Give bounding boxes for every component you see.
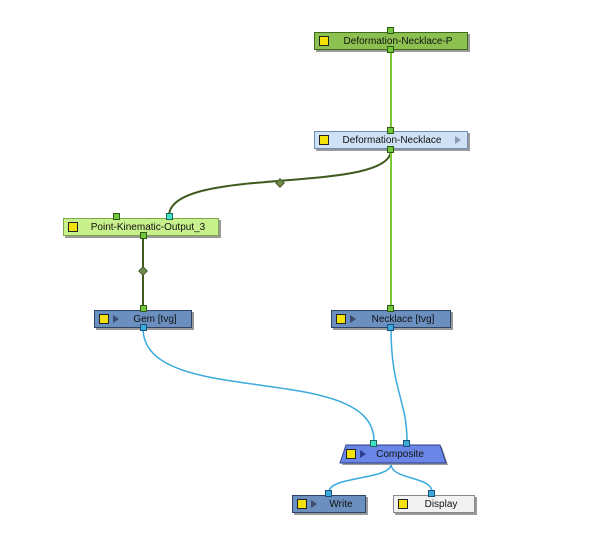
- input-port[interactable]: [387, 127, 394, 134]
- node-write[interactable]: Write: [292, 495, 366, 513]
- expand-arrow-icon[interactable]: [113, 315, 119, 323]
- expand-arrow-icon[interactable]: [360, 450, 366, 458]
- enable-toggle-icon[interactable]: [336, 314, 346, 324]
- output-port[interactable]: [140, 232, 147, 239]
- input-port[interactable]: [370, 440, 377, 447]
- input-port[interactable]: [387, 305, 394, 312]
- wire-gem-to-composite: [142, 327, 375, 442]
- node-label: Display: [424, 498, 458, 510]
- enable-toggle-icon[interactable]: [346, 449, 356, 459]
- node-label: Deformation-Necklace-P: [343, 35, 453, 47]
- output-port[interactable]: [140, 324, 147, 331]
- node-composite-shape: [339, 444, 448, 465]
- enable-toggle-icon[interactable]: [99, 314, 109, 324]
- wire-midpoint-handle: [138, 266, 148, 276]
- expand-arrow-icon[interactable]: [455, 136, 461, 144]
- node-label: Write: [329, 498, 353, 510]
- input-port[interactable]: [387, 27, 394, 34]
- output-port[interactable]: [387, 46, 394, 53]
- input-port[interactable]: [166, 213, 173, 220]
- input-port[interactable]: [140, 305, 147, 312]
- input-port[interactable]: [403, 440, 410, 447]
- wire-composite-to-write: [328, 463, 392, 493]
- enable-toggle-icon[interactable]: [68, 222, 78, 232]
- wire-necklace-to-composite: [390, 327, 408, 442]
- expand-arrow-icon[interactable]: [350, 315, 356, 323]
- node-label: Point-Kinematic-Output_3: [90, 221, 206, 233]
- enable-toggle-icon[interactable]: [319, 36, 329, 46]
- node-label: Gem [tvg]: [133, 313, 177, 325]
- expand-arrow-icon[interactable]: [311, 500, 317, 508]
- wire-deformation-to-kinematic: [168, 149, 392, 217]
- node-label: Composite: [376, 448, 424, 460]
- wire-midpoint-handle: [275, 178, 285, 188]
- output-port[interactable]: [387, 146, 394, 153]
- input-port[interactable]: [113, 213, 120, 220]
- node-display[interactable]: Display: [393, 495, 475, 513]
- node-label: Deformation-Necklace: [342, 134, 442, 146]
- output-port[interactable]: [387, 324, 394, 331]
- input-port[interactable]: [428, 490, 435, 497]
- enable-toggle-icon[interactable]: [297, 499, 307, 509]
- node-label: Necklace [tvg]: [371, 313, 435, 325]
- enable-toggle-icon[interactable]: [319, 135, 329, 145]
- enable-toggle-icon[interactable]: [398, 499, 408, 509]
- node-composite[interactable]: Composite: [340, 445, 446, 463]
- wire-composite-to-display: [390, 463, 433, 493]
- input-port[interactable]: [325, 490, 332, 497]
